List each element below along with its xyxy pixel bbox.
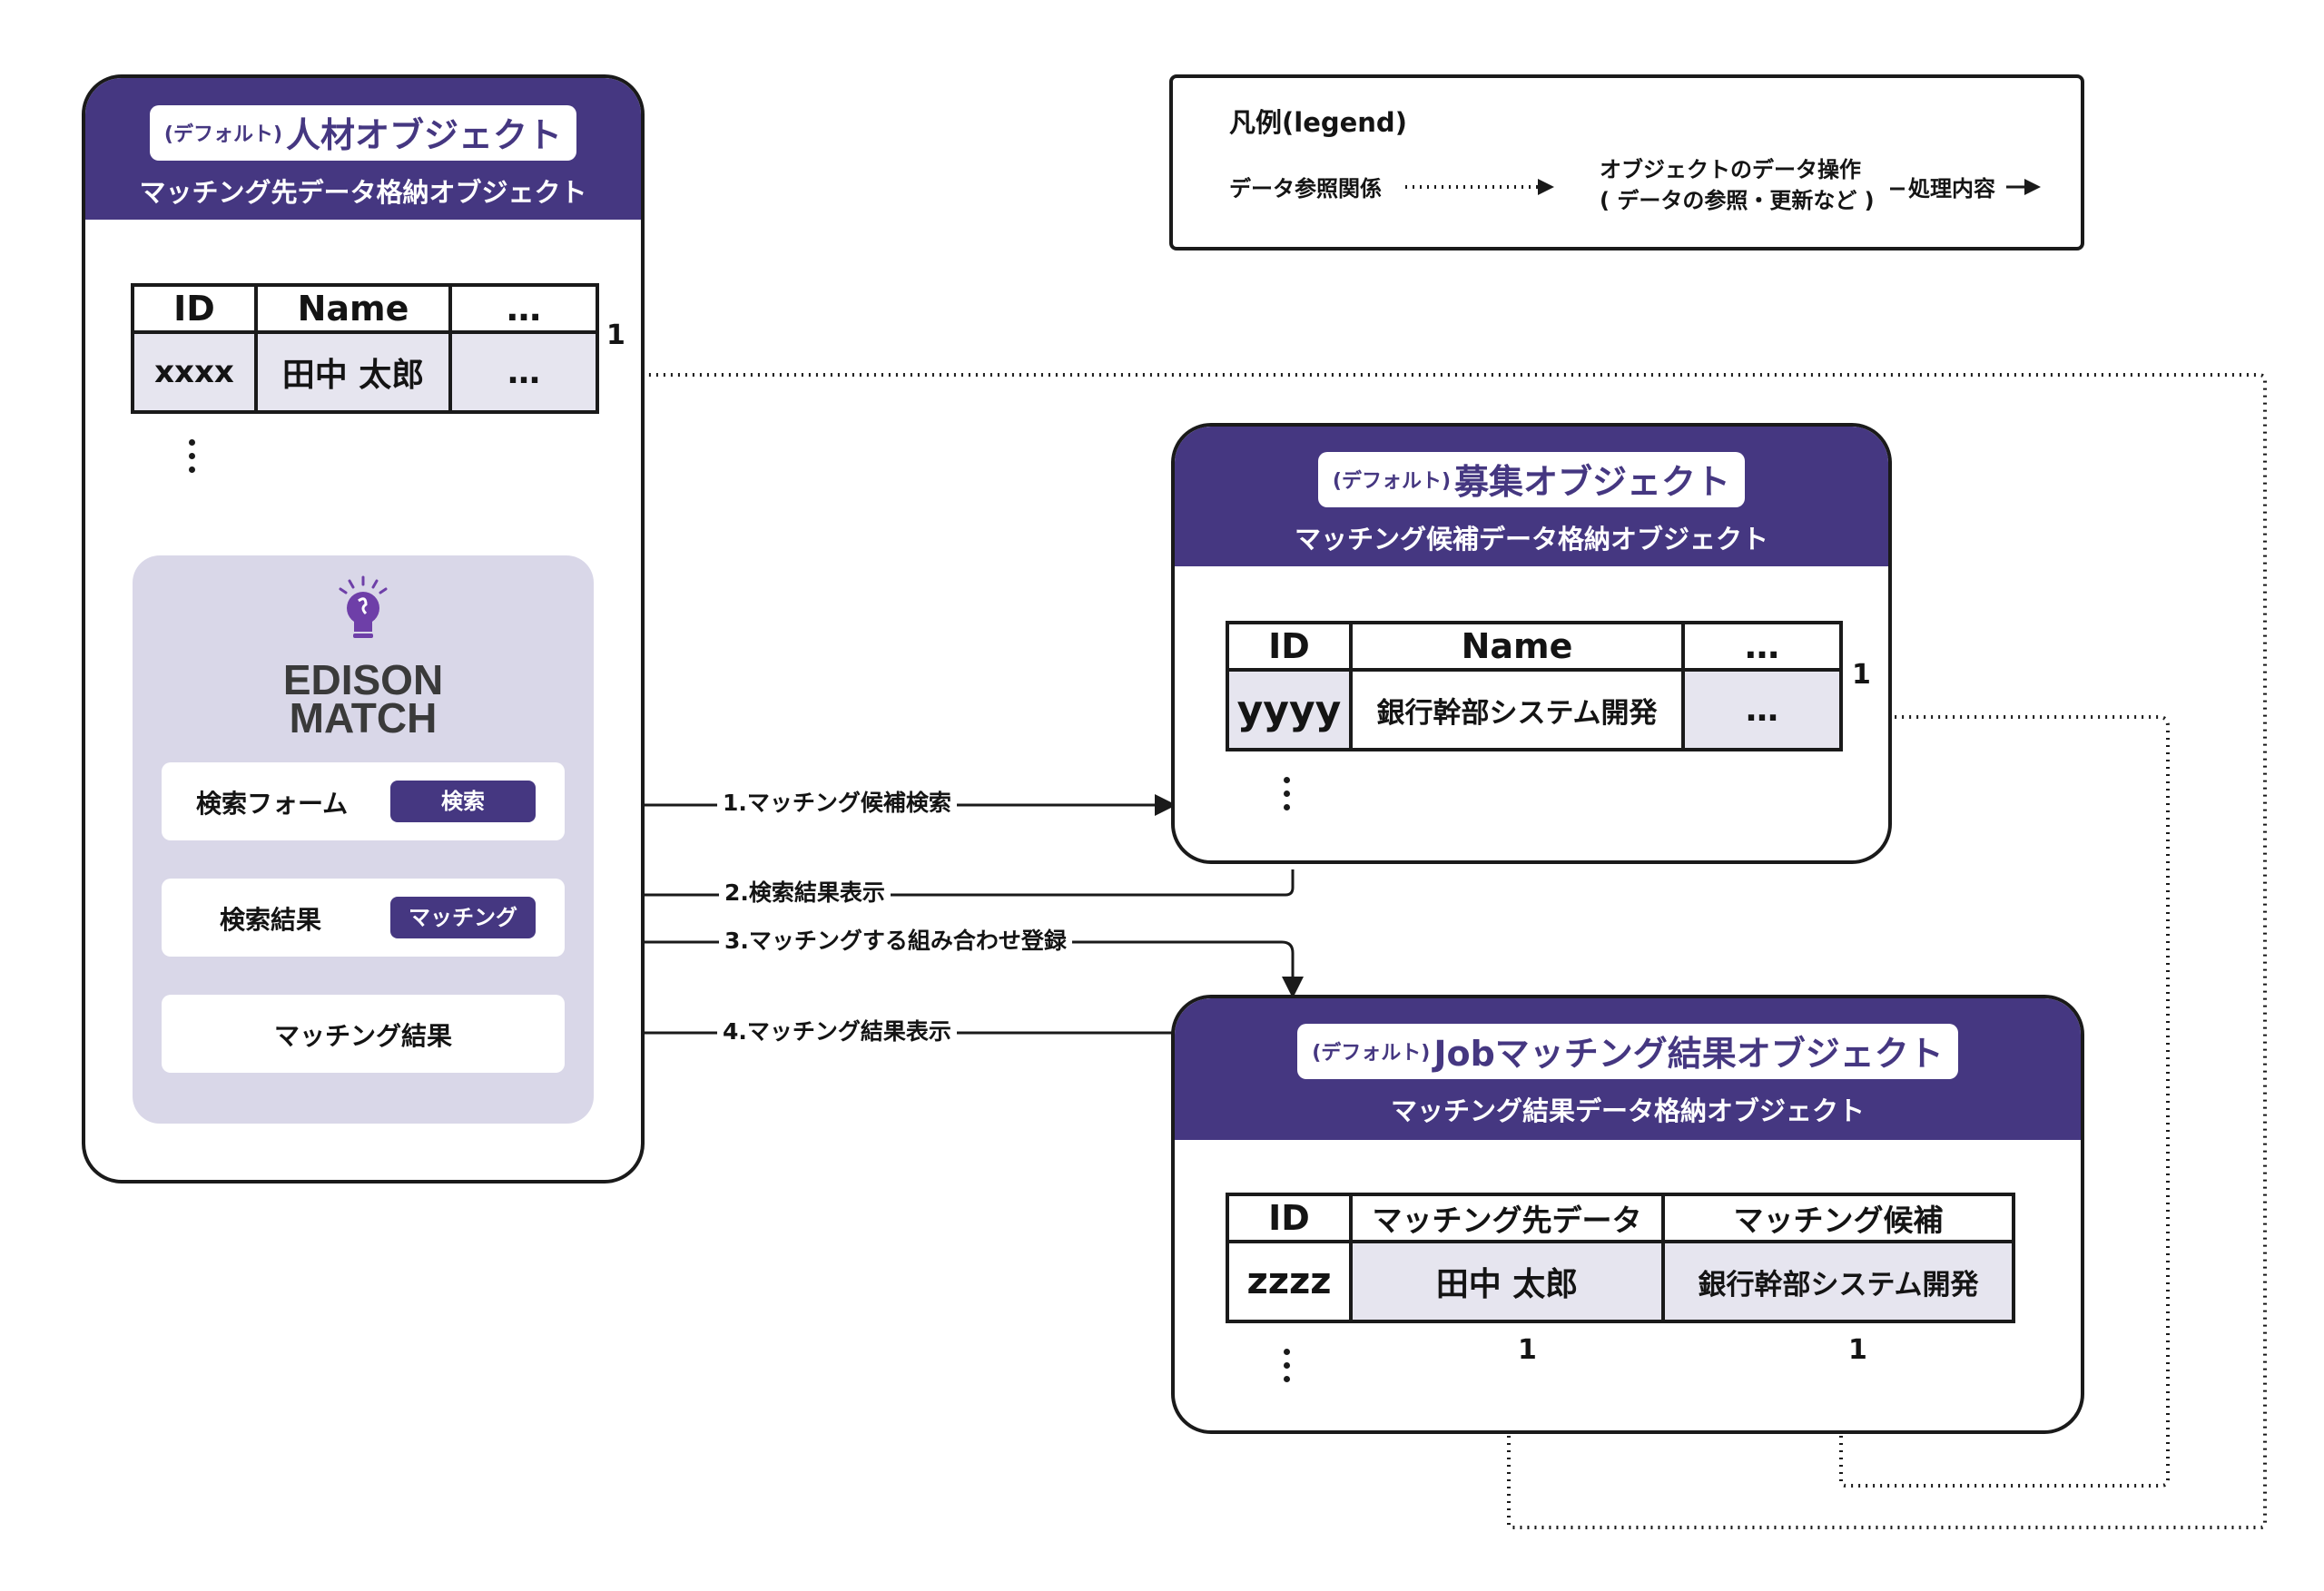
table-row: zzzz 田中 太郎 銀行幹部システム開発 [1226, 1240, 2015, 1323]
search-result-row: 検索結果 マッチング [162, 879, 565, 957]
table-row: xxxx 田中 太郎 … [131, 330, 599, 414]
legend-solid-line [1890, 187, 1905, 191]
table-header-cell: マッチング先データ [1349, 1193, 1665, 1243]
logo-line-2: MATCH [289, 694, 438, 741]
table-cell: 銀行幹部システム開発 [1661, 1240, 2015, 1323]
object-name: 募集オブジェクト [1454, 462, 1731, 502]
person-object-header: (デフォルト)人材オブジェクト マッチング先データ格納オブジェクト [85, 78, 641, 220]
legend-op-line-2: ( データの参照・更新など ) [1600, 188, 1875, 213]
recruit-object-title: (デフォルト)募集オブジェクト [1317, 452, 1746, 507]
search-form-label: 検索フォーム [196, 789, 349, 819]
recruit-table: ID Name … yyyy 銀行幹部システム開発 … [1226, 621, 1843, 751]
table-cell: 銀行幹部システム開発 [1349, 668, 1685, 751]
matching-button[interactable]: マッチング [390, 897, 536, 938]
default-tag: (デフォルト) [1332, 469, 1452, 493]
edge-line-3 [566, 940, 1304, 998]
more-rows-dots [1284, 777, 1291, 818]
job-object-header: (デフォルト)Jobマッチング結果オブジェクト マッチング結果データ格納オブジェ… [1175, 998, 2081, 1140]
legend-title: 凡例(legend) [1229, 107, 1407, 138]
lightbulb-icon [339, 575, 388, 638]
object-name: 人材オブジェクト [286, 115, 563, 155]
object-name: Jobマッチング結果オブジェクト [1433, 1034, 1944, 1074]
cardinality-label: 1 [606, 319, 625, 351]
recruit-object-subtitle: マッチング候補データ格納オブジェクト [1294, 524, 1768, 555]
table-header-cell: マッチング候補 [1661, 1193, 2015, 1243]
logo-line-1: EDISON [282, 656, 444, 703]
app-logo-text: EDISON MATCH [133, 656, 594, 741]
cardinality-label: 1 [1852, 659, 1871, 691]
person-object-title: (デフォルト)人材オブジェクト [149, 105, 577, 161]
legend-op-content: 処理内容 [1908, 176, 1995, 201]
table-cell: … [1681, 668, 1843, 751]
table-header-row: ID Name … [131, 283, 599, 334]
table-header-cell: … [1681, 621, 1843, 672]
table-cell: 田中 太郎 [254, 330, 452, 414]
matching-result-row: マッチング結果 [162, 995, 565, 1073]
table-row: yyyy 銀行幹部システム開発 … [1226, 668, 1843, 751]
search-form-row: 検索フォーム 検索 [162, 762, 565, 840]
table-cell: xxxx [131, 330, 258, 414]
legend-op-line-1: オブジェクトのデータ操作 [1600, 157, 1861, 182]
person-table: ID Name … xxxx 田中 太郎 … [131, 283, 599, 414]
default-tag: (デフォルト) [1312, 1041, 1431, 1065]
recruit-object-header: (デフォルト)募集オブジェクト マッチング候補データ格納オブジェクト [1175, 427, 1888, 566]
cardinality-label: 1 [1848, 1334, 1867, 1366]
more-rows-dots [189, 439, 196, 480]
search-button[interactable]: 検索 [390, 781, 536, 822]
table-cell: 田中 太郎 [1349, 1240, 1665, 1323]
legend-solid-arrow [2006, 179, 2041, 195]
table-header-cell: Name [254, 283, 452, 334]
table-header-cell: ID [1226, 1193, 1353, 1243]
edge-label-3: 3.マッチングする組み合わせ登録 [719, 926, 1072, 957]
legend-op-label: オブジェクトのデータ操作 ( データの参照・更新など ) [1600, 154, 1875, 216]
table-header-cell: ID [131, 283, 258, 334]
default-tag: (デフォルト) [163, 123, 283, 146]
edge-label-2: 2.検索結果表示 [719, 878, 891, 908]
table-header-row: ID Name … [1226, 621, 1843, 672]
legend-dotted-arrow [1405, 179, 1554, 195]
person-object-subtitle: マッチング先データ格納オブジェクト [139, 177, 587, 208]
more-rows-dots [1284, 1349, 1291, 1390]
table-cell: … [448, 330, 599, 414]
table-header-cell: ID [1226, 621, 1353, 672]
job-table: ID マッチング先データ マッチング候補 zzzz 田中 太郎 銀行幹部システム… [1226, 1193, 2015, 1323]
table-header-row: ID マッチング先データ マッチング候補 [1226, 1193, 2015, 1243]
edison-match-panel: EDISON MATCH 検索フォーム 検索 検索結果 マッチング マッチング結… [133, 555, 594, 1124]
edge-label-4: 4.マッチング結果表示 [717, 1016, 957, 1047]
search-result-label: 検索結果 [220, 905, 322, 935]
table-header-cell: Name [1349, 621, 1685, 672]
job-object-title: (デフォルト)Jobマッチング結果オブジェクト [1297, 1024, 1958, 1079]
cardinality-label: 1 [1518, 1334, 1537, 1366]
table-header-cell: … [448, 283, 599, 334]
table-cell: zzzz [1226, 1240, 1353, 1323]
edge-label-1: 1.マッチング候補検索 [717, 788, 957, 819]
table-cell: yyyy [1226, 668, 1353, 751]
legend-ref-label: データ参照関係 [1229, 176, 1382, 201]
edge-line-2 [565, 869, 1295, 906]
job-object-subtitle: マッチング結果データ格納オブジェクト [1390, 1095, 1865, 1126]
legend-box: 凡例(legend) データ参照関係 オブジェクトのデータ操作 ( データの参照… [1169, 74, 2084, 250]
matching-result-label: マッチング結果 [273, 1021, 452, 1051]
